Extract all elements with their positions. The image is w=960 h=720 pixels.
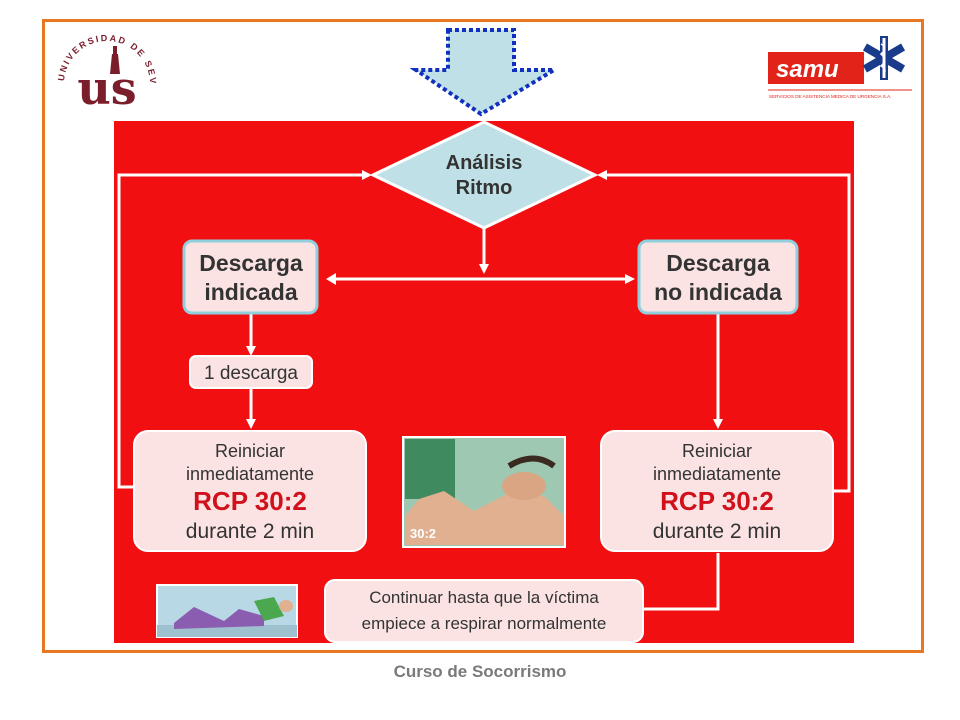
restart-rcp-left: RCP 30:2 — [193, 486, 307, 516]
analysis-line1: Análisis — [446, 152, 523, 174]
shock-not-indicated-box: Descarga no indicada — [637, 239, 799, 315]
cpr-illustration: 30:2 — [402, 436, 566, 548]
star-of-life-icon — [862, 36, 906, 80]
shock-no-line1: Descarga — [666, 250, 770, 276]
restart-cpr-box-left: Reiniciar inmediatamente RCP 30:2 durant… — [133, 430, 367, 552]
analysis-diamond: Análisis Ritmo — [369, 121, 599, 230]
restart-line1-left: Reiniciar — [215, 441, 285, 461]
university-letters: us — [77, 61, 136, 115]
restart-duration-right: durante 2 min — [653, 520, 781, 543]
restart-line2-right: inmediatamente — [653, 464, 781, 484]
restart-rcp-right: RCP 30:2 — [660, 486, 774, 516]
continue-line1: Continuar hasta que la víctima — [369, 588, 599, 607]
restart-line2-left: inmediatamente — [186, 464, 314, 484]
samu-logo: samu SERVICIOS DE ASISTENCIA MEDICA DE U… — [768, 36, 912, 99]
samu-tagline: SERVICIOS DE ASISTENCIA MEDICA DE URGENC… — [769, 94, 891, 99]
one-shock-box: 1 descarga — [189, 355, 313, 389]
cpr-image-label: 30:2 — [410, 526, 436, 541]
university-logo: UNIVERSIDAD DE SEVILLA us — [52, 24, 156, 115]
restart-line1-right: Reiniciar — [682, 441, 752, 461]
shock-no-line2: no indicada — [654, 279, 782, 305]
restart-cpr-box-right: Reiniciar inmediatamente RCP 30:2 durant… — [600, 430, 834, 552]
continue-box: Continuar hasta que la víctima empiece a… — [324, 579, 644, 643]
samu-name: samu — [776, 56, 839, 83]
restart-duration-left: durante 2 min — [186, 520, 314, 543]
shock-yes-line1: Descarga — [199, 250, 303, 276]
recovery-position-illustration — [156, 584, 298, 638]
flowchart: Análisis Ritmo Descarga indicada Descarg… — [117, 121, 851, 643]
giralda-icon — [110, 46, 120, 74]
slide-footer: Curso de Socorrismo — [393, 662, 567, 681]
dotted-down-arrow — [410, 28, 560, 117]
shock-indicated-box: Descarga indicada — [182, 239, 319, 315]
continue-line2: empiece a respirar normalmente — [362, 614, 607, 633]
connectors — [117, 170, 851, 614]
one-shock-text: 1 descarga — [204, 363, 298, 384]
analysis-line2: Ritmo — [456, 177, 513, 199]
shock-yes-line2: indicada — [204, 279, 298, 305]
